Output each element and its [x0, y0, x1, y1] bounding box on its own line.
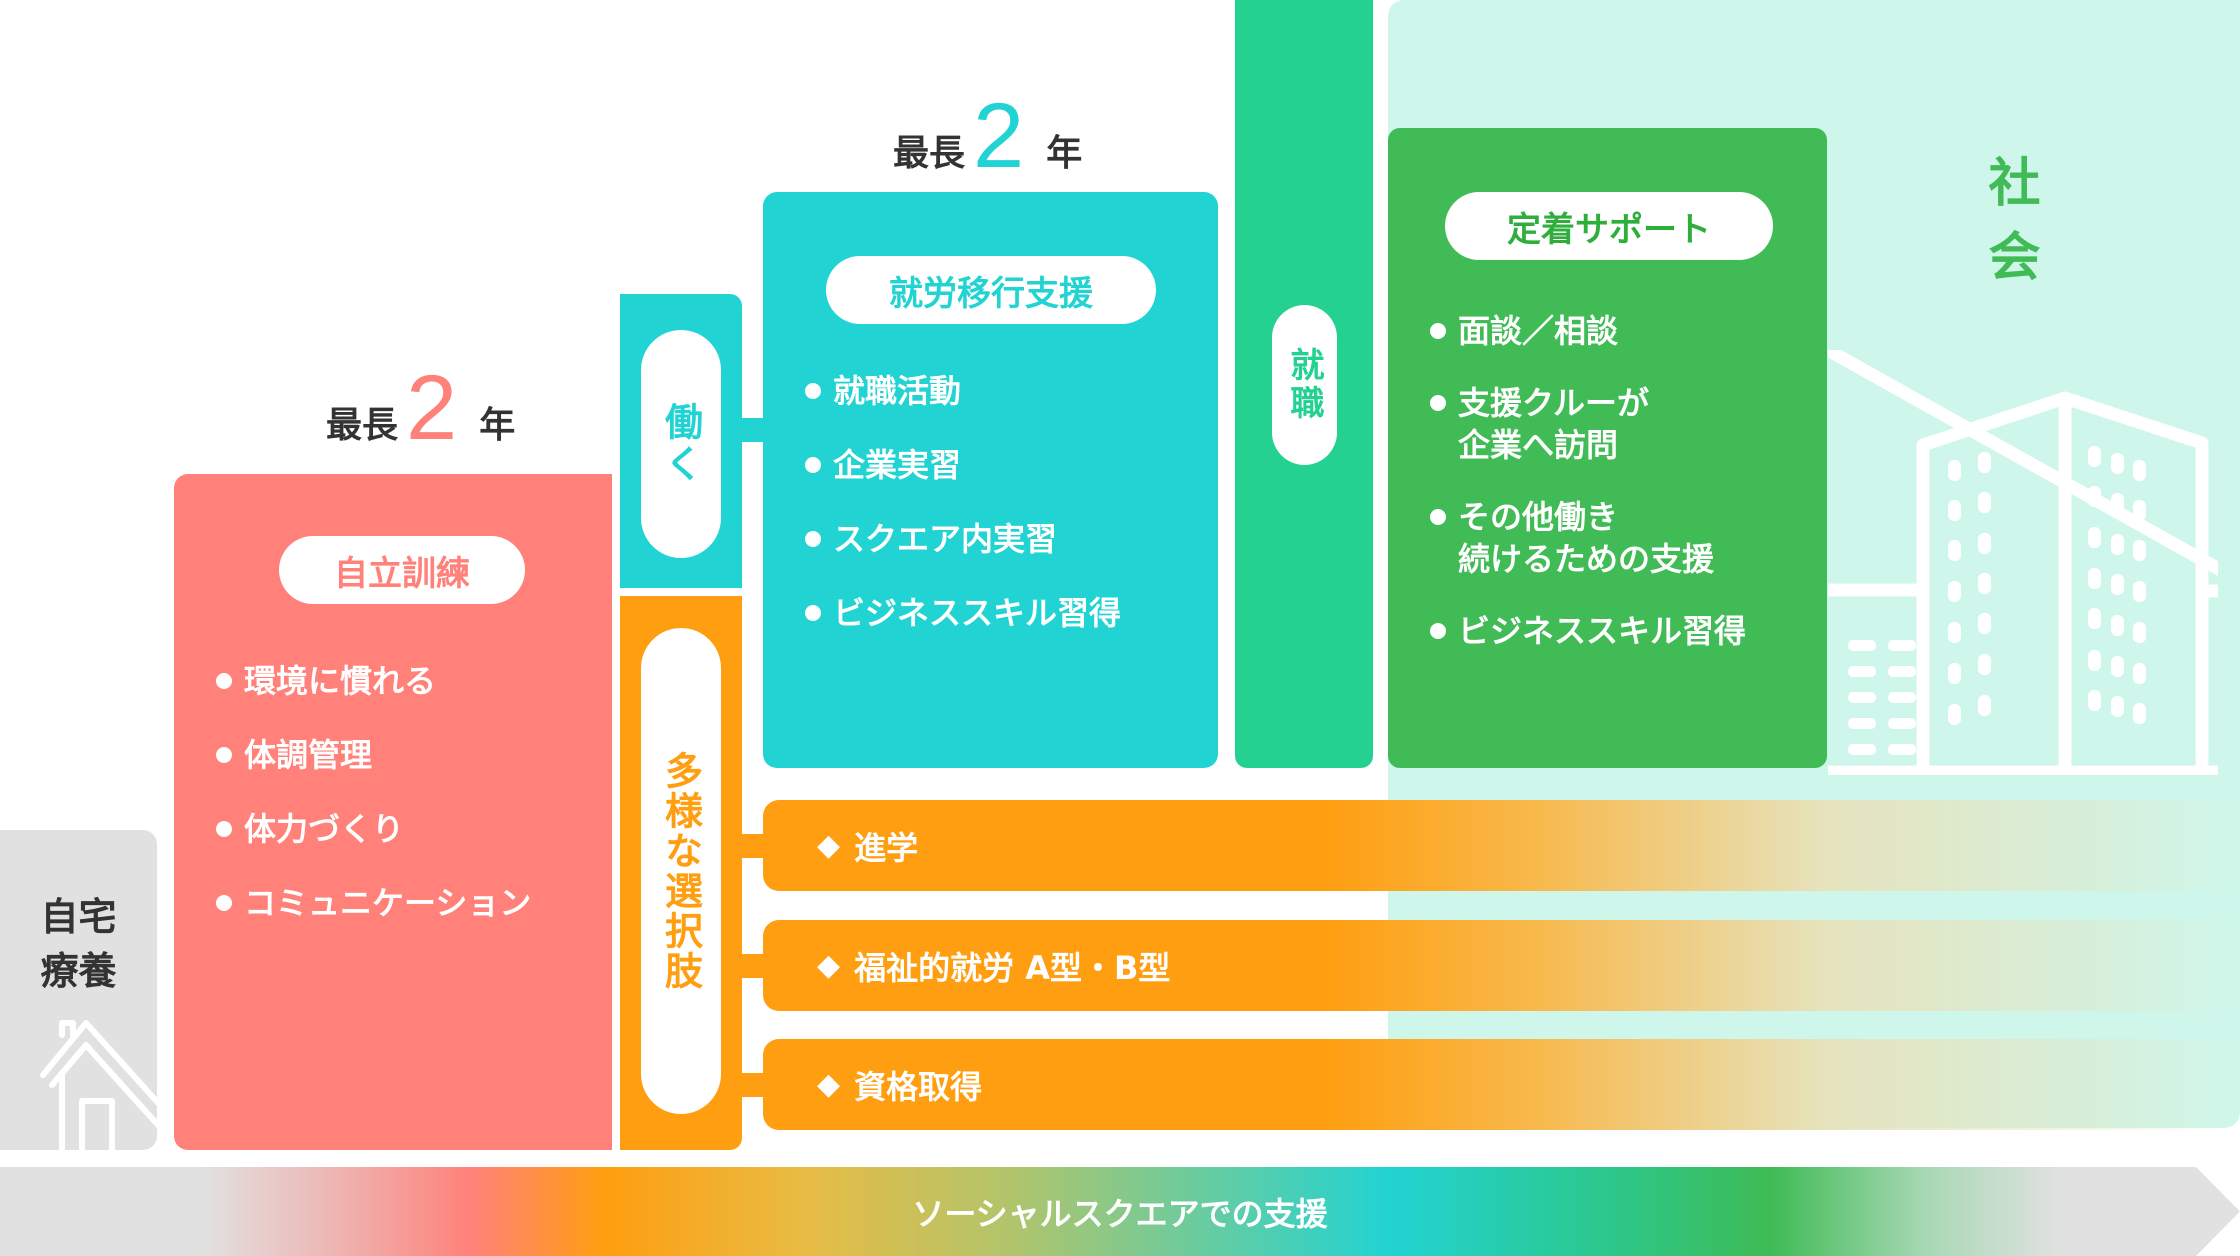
retention-title: 定着サポート: [1507, 209, 1711, 250]
transition-item: 就職活動: [803, 370, 1121, 412]
retention-item: 支援クルーが企業へ訪問: [1428, 382, 1746, 466]
training-box: 自立訓練 環境に慣れる 体調管理 体力づくり コミュニケーション: [174, 474, 612, 1150]
support-arrow-label: ソーシャルスクエアでの支援: [912, 1194, 1328, 1233]
home-label: 自宅 療養: [0, 890, 157, 998]
transition-item: スクエア内実習: [803, 518, 1121, 560]
transition-duration-prefix: 最長: [893, 133, 966, 174]
retention-item: ビジネススキル習得: [1428, 610, 1746, 652]
training-title-pill: 自立訓練: [279, 536, 525, 604]
options-branch-pill: 多様な選択肢: [641, 628, 721, 1114]
option-label: 福祉的就労 A型・B型: [854, 948, 1171, 987]
training-item: 体力づくり: [214, 808, 531, 850]
training-duration: 最長 2 年: [326, 357, 516, 459]
training-duration-number: 2: [406, 357, 458, 459]
option-bar-qualification: ◆ 資格取得: [763, 1039, 2240, 1130]
home-label-line1: 自宅: [40, 895, 117, 939]
transition-box: 就労移行支援 就職活動 企業実習 スクエア内実習 ビジネススキル習得: [763, 192, 1218, 768]
option-bar-higher-education: ◆ 進学: [763, 800, 2240, 891]
training-duration-prefix: 最長: [326, 405, 399, 446]
training-title: 自立訓練: [334, 553, 470, 594]
work-branch-label: 働く: [658, 402, 703, 486]
retention-title-pill: 定着サポート: [1445, 192, 1773, 260]
options-connector-1: [740, 834, 766, 858]
home-box: 自宅 療養: [0, 830, 157, 1150]
work-connector: [740, 418, 766, 442]
retention-box: 定着サポート 面談／相談 支援クルーが企業へ訪問 その他働き続けるための支援 ビ…: [1388, 128, 1827, 768]
transition-title-pill: 就労移行支援: [826, 256, 1156, 324]
employment-pill: 就職: [1272, 305, 1337, 465]
option-bar-welfare-work: ◆ 福祉的就労 A型・B型: [763, 920, 2240, 1011]
retention-item: その他働き続けるための支援: [1428, 496, 1746, 580]
employment-column: 就職: [1235, 0, 1373, 768]
retention-item: 面談／相談: [1428, 310, 1746, 352]
transition-items: 就職活動 企業実習 スクエア内実習 ビジネススキル習得: [803, 370, 1121, 634]
work-branch-box: 働く: [620, 294, 742, 588]
support-arrow: ソーシャルスクエアでの支援: [0, 1167, 2240, 1256]
transition-item: ビジネススキル習得: [803, 592, 1121, 634]
transition-title: 就労移行支援: [889, 273, 1093, 314]
transition-item: 企業実習: [803, 444, 1121, 486]
transition-duration: 最長 2 年: [893, 85, 1083, 187]
home-label-line2: 療養: [40, 949, 117, 993]
training-items: 環境に慣れる 体調管理 体力づくり コミュニケーション: [214, 660, 531, 924]
transition-duration-suffix: 年: [1046, 133, 1083, 174]
transition-duration-number: 2: [973, 85, 1025, 187]
training-item: 環境に慣れる: [214, 660, 531, 702]
options-connector-3: [740, 1073, 766, 1097]
options-branch-label: 多様な選択肢: [658, 751, 703, 991]
training-item: コミュニケーション: [214, 882, 531, 924]
training-duration-suffix: 年: [479, 405, 516, 446]
diamond-icon: ◆: [817, 828, 841, 863]
work-branch-pill: 働く: [641, 330, 721, 558]
retention-items: 面談／相談 支援クルーが企業へ訪問 その他働き続けるための支援 ビジネススキル習…: [1428, 310, 1746, 652]
house-icon: [40, 1020, 157, 1150]
options-branch-box: 多様な選択肢: [620, 596, 742, 1150]
option-label: 進学: [854, 828, 919, 867]
training-item: 体調管理: [214, 734, 531, 776]
buildings-icon: [1828, 350, 2218, 775]
diamond-icon: ◆: [817, 948, 841, 983]
employment-label: 就職: [1284, 347, 1324, 423]
society-label: 社会: [1979, 155, 2039, 303]
options-connector-2: [740, 954, 766, 978]
diamond-icon: ◆: [817, 1067, 841, 1102]
option-label: 資格取得: [854, 1067, 983, 1106]
